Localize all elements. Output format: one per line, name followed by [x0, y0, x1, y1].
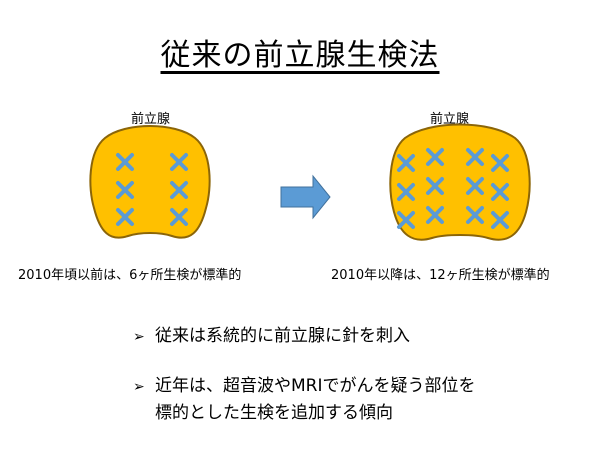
right-caption: 2010年以降は、12ヶ所生検が標準的	[331, 268, 550, 283]
biopsy-mark-icon	[397, 183, 415, 201]
right-arrow-icon	[280, 174, 331, 220]
left-gland-label: 前立腺	[131, 112, 171, 127]
biopsy-mark-icon	[397, 211, 415, 229]
biopsy-mark-icon	[426, 206, 444, 224]
biopsy-mark-icon	[491, 183, 509, 201]
right-biopsy-marks	[397, 148, 509, 229]
page-title: 従来の前立腺生検法	[160, 38, 440, 73]
biopsy-mark-icon	[116, 208, 134, 226]
biopsy-mark-icon	[466, 148, 484, 166]
left-biopsy-marks	[116, 153, 188, 226]
left-caption: 2010年頃以前は、6ヶ所生検が標準的	[18, 268, 242, 283]
biopsy-mark-icon	[466, 206, 484, 224]
biopsy-mark-icon	[116, 181, 134, 199]
biopsy-mark-icon	[491, 154, 509, 172]
biopsy-mark-icon	[397, 154, 415, 172]
biopsy-mark-icon	[426, 177, 444, 195]
biopsy-mark-icon	[170, 181, 188, 199]
right-prostate-shape	[389, 123, 531, 241]
arrow-bullet-icon: ➢	[133, 379, 145, 395]
left-prostate-shape	[89, 125, 211, 239]
biopsy-mark-icon	[466, 177, 484, 195]
biopsy-mark-icon	[426, 148, 444, 166]
right-gland-label: 前立腺	[430, 112, 470, 127]
bullet-item-2: ➢近年は、超音波やMRIでがんを疑う部位を 標的とした生検を追加する傾向	[133, 376, 476, 423]
biopsy-mark-icon	[491, 211, 509, 229]
biopsy-mark-icon	[116, 153, 134, 171]
biopsy-mark-icon	[170, 153, 188, 171]
bullet-item-1: ➢従来は系統的に前立腺に針を刺入	[133, 323, 410, 350]
arrow-bullet-icon: ➢	[133, 329, 145, 345]
biopsy-mark-icon	[170, 208, 188, 226]
